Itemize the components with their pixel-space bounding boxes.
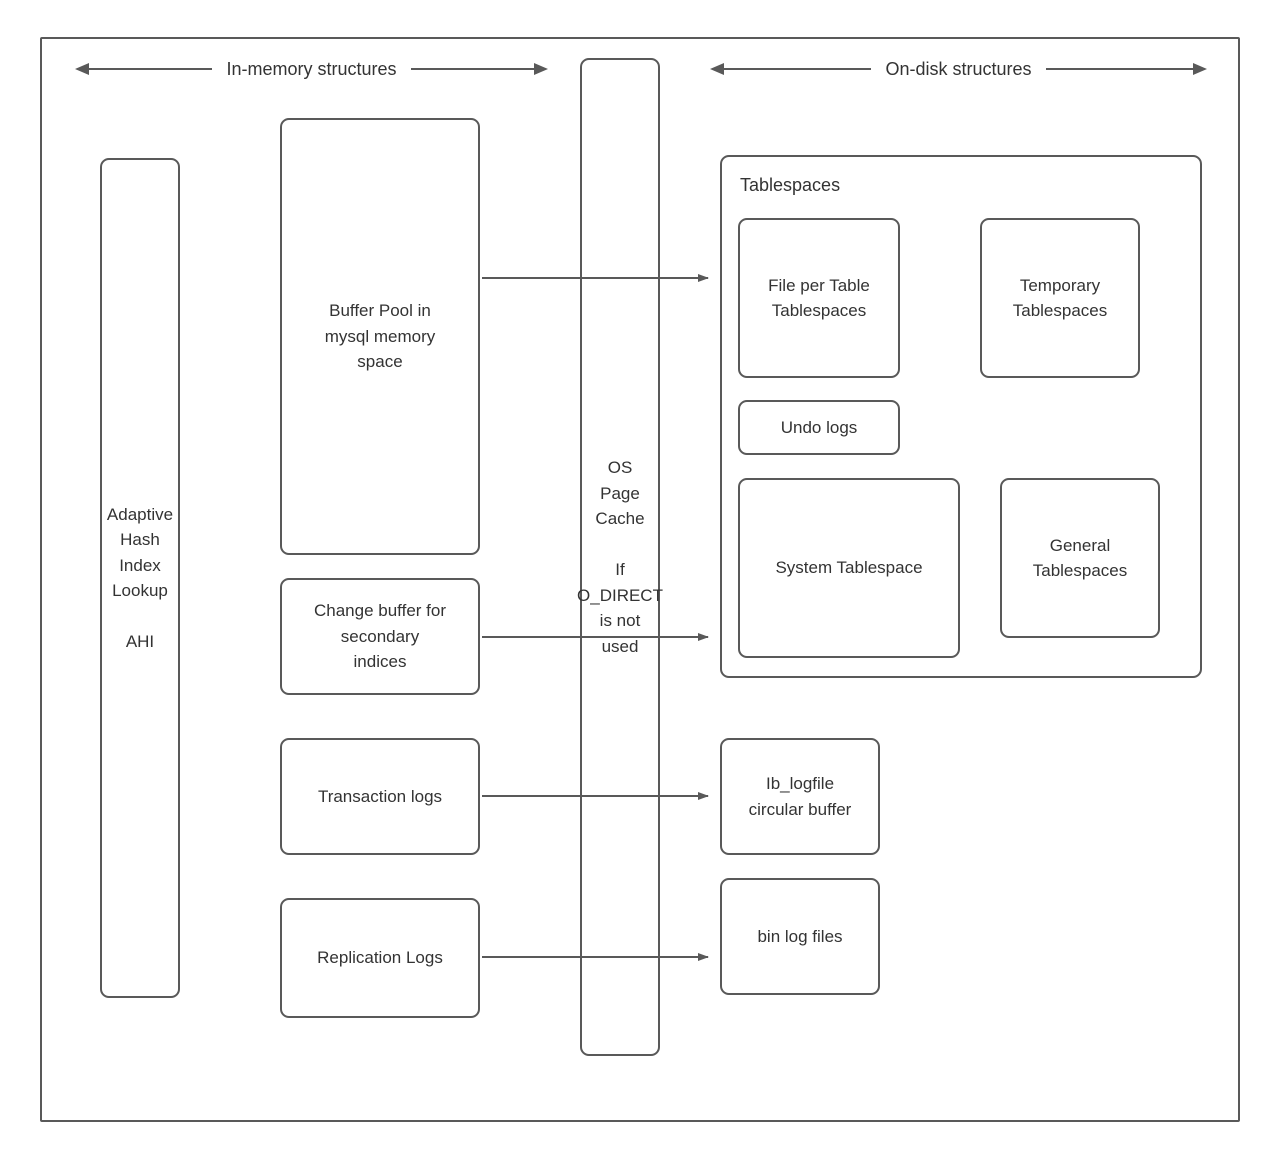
node-buffer-pool: Buffer Pool in mysql memory space [280,118,480,555]
node-undo-logs-label: Undo logs [780,417,858,437]
node-replication-logs: Replication Logs [280,898,480,1018]
node-temporary-tablespaces: Temporary Tablespaces [980,218,1140,378]
node-system-tablespace-label: System Tablespace [775,558,923,578]
on-disk-header-arrow: On-disk structures [710,57,1208,81]
arrow-line [1045,68,1194,70]
node-file-per-table-tablespaces-label: File per Table Tablespaces [768,275,870,321]
node-adaptive-hash-index: Adaptive Hash Index Lookup AHI [100,158,180,998]
group-tablespaces-label: Tablespaces [740,175,841,195]
node-temporary-tablespaces-label: Temporary Tablespaces [1012,275,1108,321]
node-change-buffer: Change buffer for secondary indices [280,578,480,695]
arrow-left-icon [710,63,724,75]
node-bin-log-files-label: bin log files [757,926,843,946]
arrow-right-icon [534,63,549,75]
on-disk-header-label: On-disk structures [885,58,1032,79]
node-transaction-logs: Transaction logs [280,738,480,855]
arrow-line [724,68,872,70]
node-general-tablespaces: General Tablespaces [1000,478,1160,638]
node-adaptive-hash-index-label: Adaptive Hash Index Lookup AHI [106,504,174,652]
in-memory-header-arrow: In-memory structures [75,57,549,81]
node-system-tablespace: System Tablespace [738,478,960,658]
arrow-line [89,68,213,70]
node-buffer-pool-label: Buffer Pool in mysql memory space [324,301,436,372]
node-change-buffer-label: Change buffer for secondary indices [314,601,446,672]
node-ib-logfile-label: Ib_logfile circular buffer [748,774,852,819]
arrow-left-icon [75,63,89,75]
node-os-page-cache-label: OS Page Cache If O_DIRECT is not used [577,458,663,656]
in-memory-header-label: In-memory structures [226,58,397,79]
node-bin-log-files: bin log files [720,878,880,995]
arrow-right-icon [1193,63,1208,75]
arrow-line [410,68,535,70]
node-ib-logfile: Ib_logfile circular buffer [720,738,880,855]
node-os-page-cache: OS Page Cache If O_DIRECT is not used [577,58,663,1056]
node-file-per-table-tablespaces: File per Table Tablespaces [738,218,900,378]
node-general-tablespaces-label: General Tablespaces [1032,535,1128,581]
node-transaction-logs-label: Transaction logs [317,786,443,806]
node-replication-logs-label: Replication Logs [317,948,443,968]
node-undo-logs: Undo logs [738,400,900,455]
